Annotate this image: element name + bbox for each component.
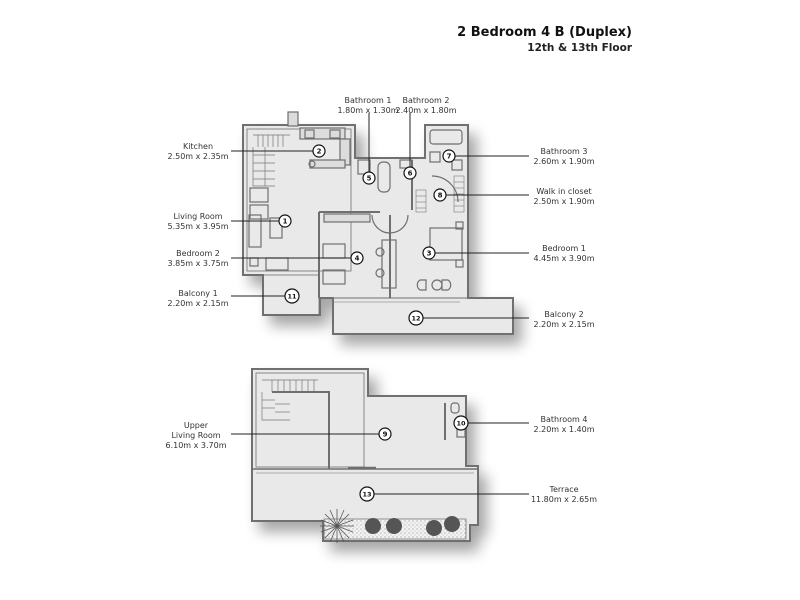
svg-text:7: 7: [447, 153, 452, 161]
room-markers: 1 2 3 4 5 6 7 8 9 10 11 12 13: [278, 144, 469, 502]
svg-text:3: 3: [427, 250, 432, 258]
shrub-icon: [386, 518, 402, 534]
plan-subtitle: 12th & 13th Floor: [527, 42, 632, 54]
lower-floor-details: [246, 111, 513, 316]
svg-text:8: 8: [438, 192, 443, 200]
upper-floor-plan: [251, 368, 479, 542]
marker-1: 1: [278, 214, 292, 228]
marker-10: 10: [453, 415, 469, 431]
svg-text:10: 10: [456, 420, 466, 428]
marker-6: 6: [403, 166, 417, 180]
svg-text:4: 4: [355, 255, 360, 263]
title-block: 2 Bedroom 4 B (Duplex) 12th & 13th Floor: [457, 24, 632, 55]
plan-title: 2 Bedroom 4 B (Duplex): [457, 25, 632, 40]
shrub-icon: [426, 520, 442, 536]
svg-text:9: 9: [383, 431, 388, 439]
svg-text:1: 1: [283, 218, 288, 226]
marker-5: 5: [362, 171, 376, 185]
svg-text:5: 5: [367, 175, 372, 183]
stairs-upper: [261, 379, 318, 421]
marker-7: 7: [442, 149, 456, 163]
shrub-icon: [444, 516, 460, 532]
svg-text:11: 11: [287, 293, 297, 301]
shrub-icon: [365, 518, 381, 534]
palm-plant-icon: [320, 509, 354, 543]
marker-9: 9: [378, 427, 392, 441]
leader-lines: [231, 113, 529, 495]
svg-text:12: 12: [411, 315, 420, 323]
marker-8: 8: [433, 188, 447, 202]
marker-13: 13: [359, 486, 375, 502]
svg-text:6: 6: [408, 170, 413, 178]
terrace-plants: [320, 509, 460, 543]
marker-11: 11: [284, 288, 300, 304]
svg-text:13: 13: [362, 491, 371, 499]
marker-2: 2: [312, 144, 326, 158]
stairs-lower: [252, 134, 290, 187]
marker-4: 4: [350, 251, 364, 265]
marker-3: 3: [422, 246, 436, 260]
marker-12: 12: [408, 310, 424, 326]
svg-text:2: 2: [317, 148, 322, 156]
